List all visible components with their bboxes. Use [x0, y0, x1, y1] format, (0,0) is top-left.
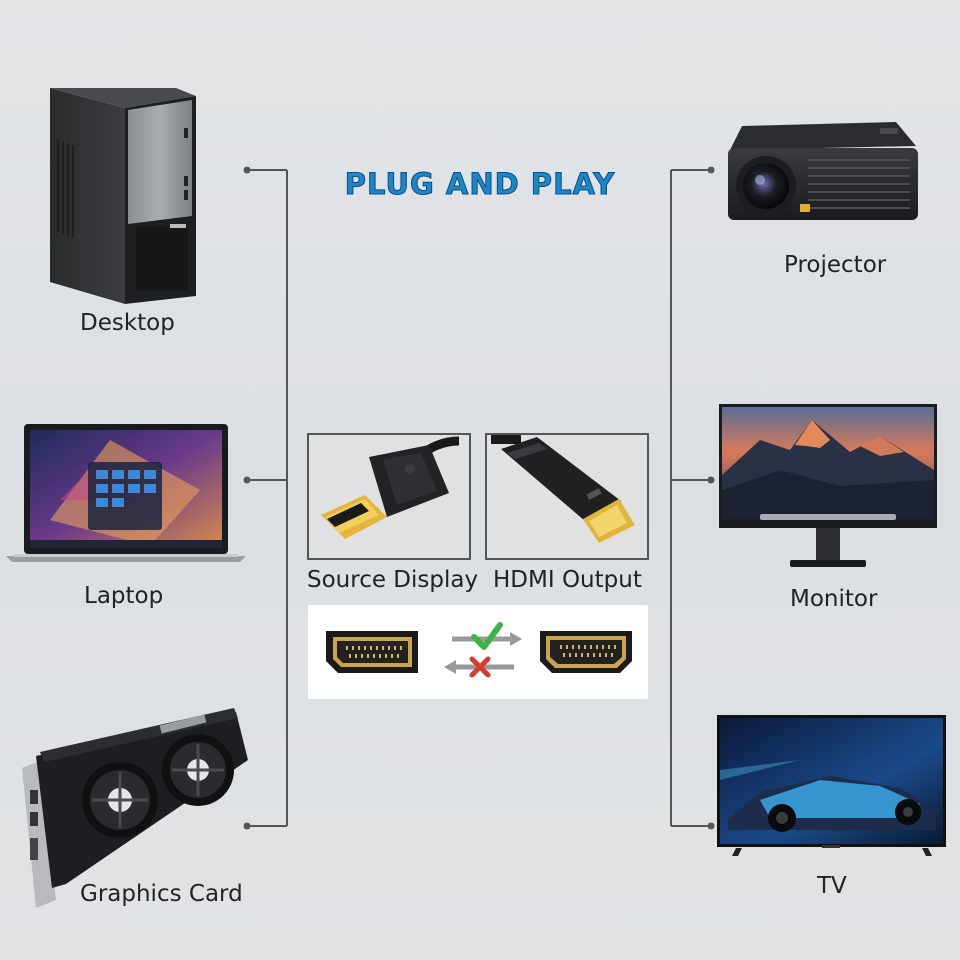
check-icon	[471, 622, 503, 650]
hdmi-output-label: HDMI Output	[493, 567, 642, 593]
reverse-arrow-icon	[444, 660, 514, 674]
projector-label: Projector	[784, 252, 887, 278]
monitor-label: Monitor	[790, 586, 878, 612]
direction-panel	[308, 605, 648, 699]
hdmi-plug-icon	[491, 435, 635, 543]
source-display-label: Source Display	[307, 567, 479, 593]
displayport-connector-box	[307, 433, 471, 560]
laptop-label: Laptop	[84, 583, 164, 609]
forward-arrow-icon	[452, 632, 522, 646]
hdmi-connector-box	[485, 433, 649, 560]
tv-label: TV	[817, 873, 847, 899]
graphics-card-label: Graphics Card	[80, 881, 243, 907]
hdmi-port-icon	[540, 631, 632, 673]
displayport-plug-icon	[321, 436, 460, 539]
desktop-label: Desktop	[80, 310, 175, 336]
displayport-port-icon	[326, 631, 418, 673]
page-title: PLUG AND PLAY	[344, 167, 616, 202]
cross-icon	[469, 656, 491, 678]
